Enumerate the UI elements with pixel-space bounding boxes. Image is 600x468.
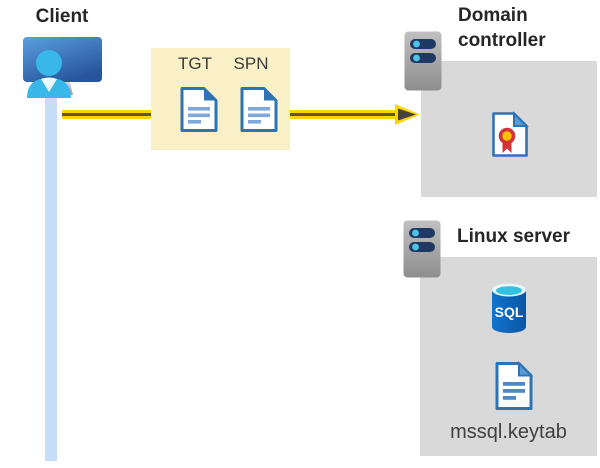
linux-server-label: Linux server — [457, 226, 570, 247]
domain-controller-label: Domain controller — [458, 5, 546, 51]
sql-icon-text: SQL — [495, 304, 524, 320]
tgt-label: TGT — [178, 54, 212, 73]
auth-arrow-head-icon — [395, 104, 420, 125]
certificate-icon — [492, 111, 529, 157]
client-lifeline — [45, 95, 57, 461]
client-user-icon — [27, 50, 71, 98]
tgt-document-icon — [180, 87, 218, 132]
spn-label: SPN — [233, 54, 269, 73]
keytab-file-label: mssql.keytab — [450, 421, 567, 443]
spn-document-icon — [240, 87, 278, 132]
keytab-document-icon — [495, 361, 534, 410]
linux-server-server-icon — [403, 220, 441, 278]
client-computer-icon — [23, 37, 102, 98]
sql-database-icon: SQL — [492, 283, 526, 333]
client-label: Client — [35, 6, 89, 27]
domain-controller-server-icon — [404, 31, 442, 91]
